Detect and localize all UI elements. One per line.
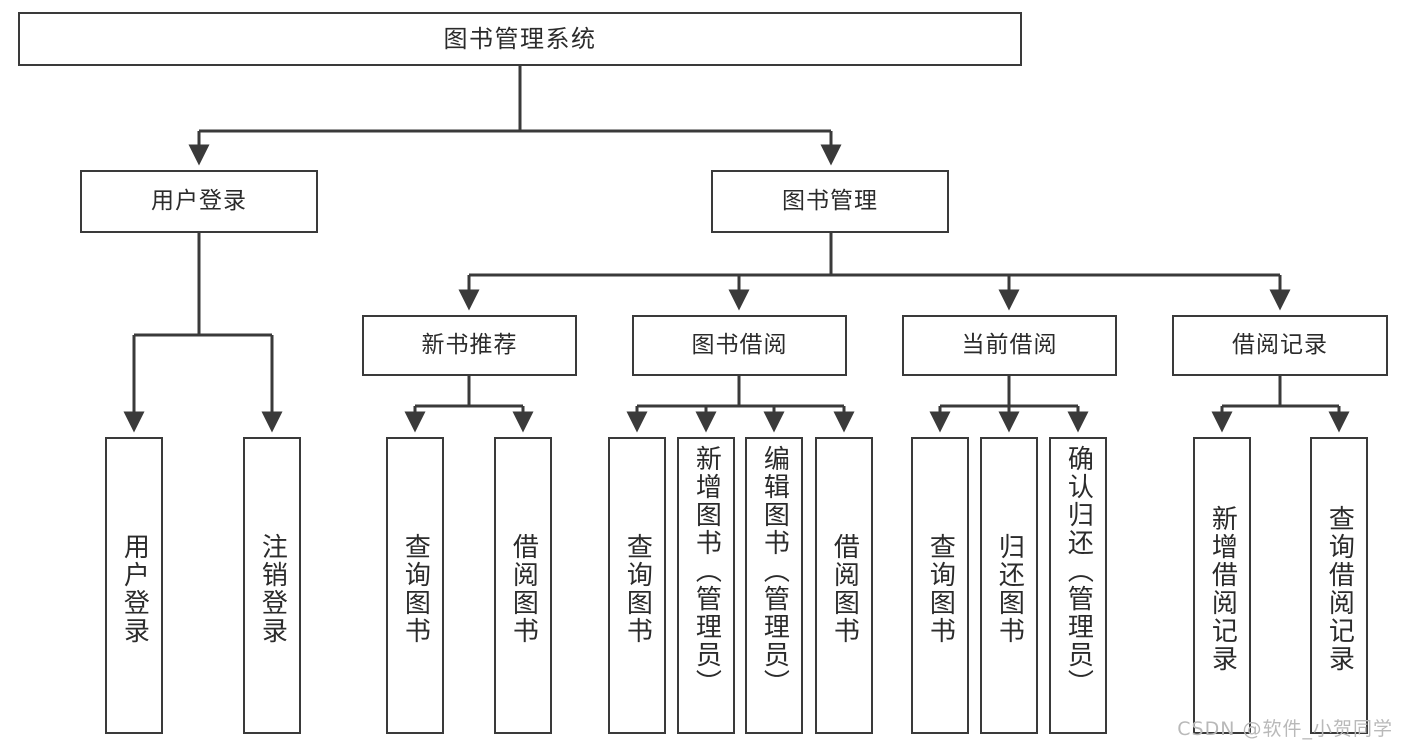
node-label: 新增图书（管理员） xyxy=(691,445,722,697)
leaf-new-book-borrow-book[interactable]: 借阅图书 xyxy=(494,437,552,734)
node-label: 归还图书 xyxy=(994,532,1025,645)
leaf-book-borrow-query-book[interactable]: 查询图书 xyxy=(608,437,666,734)
node-label: 确认归还（管理员） xyxy=(1063,445,1094,697)
node-label: 新书推荐 xyxy=(421,331,518,358)
node-label: 借阅图书 xyxy=(508,532,539,645)
node-label: 注销登录 xyxy=(257,532,288,645)
leaf-new-book-query-book[interactable]: 查询图书 xyxy=(386,437,444,734)
node-label: 查询图书 xyxy=(622,532,653,645)
node-label: 图书借阅 xyxy=(691,331,788,358)
leaf-book-borrow-edit-book-admin[interactable]: 编辑图书（管理员） xyxy=(745,437,803,734)
node-user-login[interactable]: 用户登录 xyxy=(80,170,318,233)
node-label: 查询图书 xyxy=(400,532,431,645)
node-label: 用户登录 xyxy=(119,532,150,645)
node-label: 查询借阅记录 xyxy=(1324,504,1355,673)
leaf-borrow-record-query-record[interactable]: 查询借阅记录 xyxy=(1310,437,1368,734)
node-label: 借阅记录 xyxy=(1232,331,1328,358)
leaf-user-login-login[interactable]: 用户登录 xyxy=(105,437,163,734)
node-new-book-recommendation[interactable]: 新书推荐 xyxy=(362,315,577,376)
leaf-book-borrow-borrow-book[interactable]: 借阅图书 xyxy=(815,437,873,734)
node-book-management[interactable]: 图书管理 xyxy=(711,170,949,233)
node-label: 当前借阅 xyxy=(961,331,1058,358)
node-label: 图书管理 xyxy=(782,187,878,214)
node-current-borrowing[interactable]: 当前借阅 xyxy=(902,315,1117,376)
node-label: 新增借阅记录 xyxy=(1207,504,1238,673)
leaf-book-borrow-add-book-admin[interactable]: 新增图书（管理员） xyxy=(677,437,735,734)
node-label: 图书管理系统 xyxy=(443,24,597,53)
node-label: 借阅图书 xyxy=(829,532,860,645)
leaf-borrow-record-add-record[interactable]: 新增借阅记录 xyxy=(1193,437,1251,734)
node-label: 编辑图书（管理员） xyxy=(759,445,790,697)
node-book-borrowing[interactable]: 图书借阅 xyxy=(632,315,847,376)
node-label: 查询图书 xyxy=(925,532,956,645)
leaf-current-borrow-return-book[interactable]: 归还图书 xyxy=(980,437,1038,734)
leaf-current-borrow-query-book[interactable]: 查询图书 xyxy=(911,437,969,734)
node-root-book-management-system[interactable]: 图书管理系统 xyxy=(18,12,1022,66)
node-borrow-records[interactable]: 借阅记录 xyxy=(1172,315,1388,376)
node-label: 用户登录 xyxy=(151,187,247,214)
leaf-current-borrow-confirm-return-admin[interactable]: 确认归还（管理员） xyxy=(1049,437,1107,734)
leaf-user-login-logout[interactable]: 注销登录 xyxy=(243,437,301,734)
